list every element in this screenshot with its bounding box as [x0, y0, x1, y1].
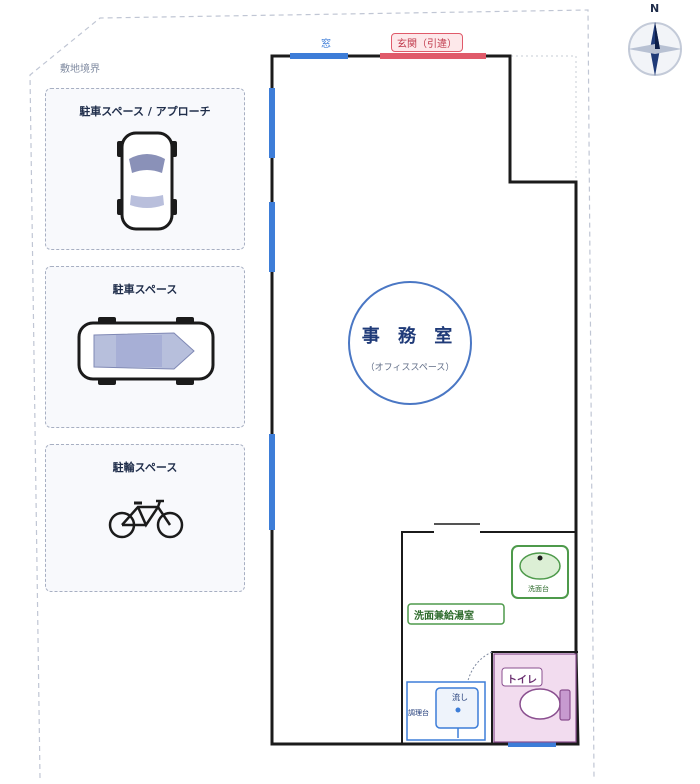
compass-icon: [628, 22, 682, 76]
window-top: [290, 53, 348, 59]
toilet-label-box: [501, 667, 543, 687]
window-top-label: 窓: [321, 39, 331, 50]
entrance-label: 玄関（引違）: [391, 33, 463, 52]
bicycle-space-box: 駐輪スペース: [45, 444, 245, 592]
car-side-view-icon: [77, 317, 215, 385]
window-left-3: [269, 434, 275, 530]
utility-room-wall: [401, 531, 576, 744]
car-top-view-icon: [117, 131, 177, 231]
dotted-guide-line: [486, 55, 577, 182]
parking-approach-box: 駐車スペース / アプローチ: [45, 88, 245, 250]
toilet-bowl: [519, 688, 561, 720]
kitchen-counter-label: 調理台: [408, 709, 429, 717]
toilet-room-outline: [493, 653, 577, 743]
toilet-label: トイレ: [507, 675, 537, 686]
office-circle: [348, 281, 472, 405]
car-space-label: 駐車スペース: [112, 283, 178, 296]
bicycle-space-label: 駐輪スペース: [112, 461, 178, 474]
bicycle-icon: [108, 499, 184, 539]
office-title: 事 務 室: [361, 326, 459, 347]
window-bottom: [508, 741, 556, 747]
parking-approach-label: 駐車スペース / アプローチ: [79, 105, 211, 118]
office-subtitle: （オフィススペース）: [365, 363, 455, 373]
entrance-door: [380, 53, 486, 59]
car-space-box: 駐車スペース: [45, 266, 245, 428]
site-boundary-label: 敷地境界: [60, 64, 100, 75]
compass-north-label: N: [650, 2, 660, 15]
window-left-2: [269, 202, 275, 272]
utility-room-label: 洗面兼給湯室: [414, 611, 474, 622]
washbasin-label: 洗面台: [528, 585, 549, 593]
window-left-1: [269, 88, 275, 158]
sink-label: 流し: [452, 693, 468, 702]
site-boundary-line: [29, 9, 595, 779]
toilet-tank: [559, 689, 571, 721]
utility-label-box: [407, 603, 505, 625]
